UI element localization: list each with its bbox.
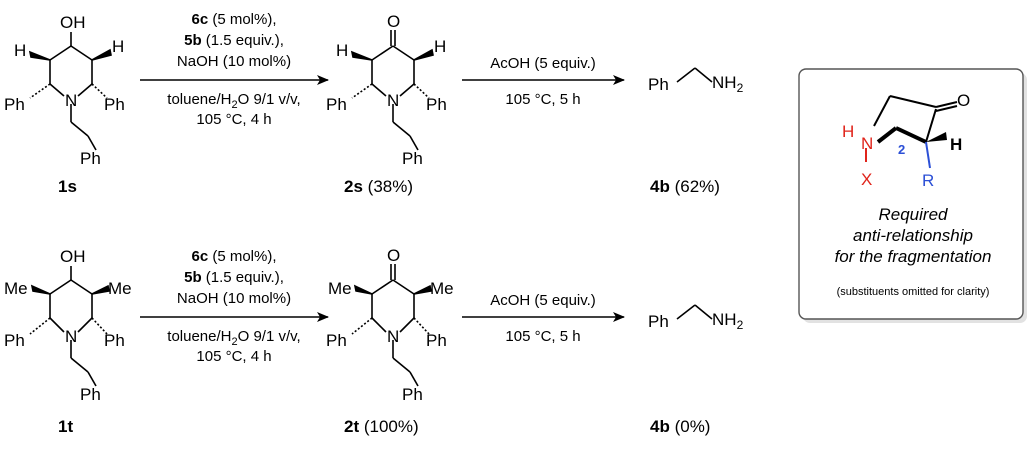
ph-label-2t-left: Ph [326, 331, 347, 350]
ph-label-4b-row1: Ph [648, 75, 669, 94]
box-ring-position: 2 [898, 142, 905, 157]
amine-label-4b-row1: NH2 [712, 73, 744, 95]
ph-label-2s-benzyl: Ph [402, 149, 423, 168]
me-label-1t-left: Me [4, 279, 28, 298]
ph-label-4b-row2: Ph [648, 312, 669, 331]
box-carbonyl-o: O [957, 91, 970, 110]
chair-fragment [873, 95, 958, 144]
ph-label-1s-benzyl: Ph [80, 149, 101, 168]
compound-label-1s: 1s [58, 177, 77, 196]
box-caption-line2: anti-relationship [853, 226, 973, 245]
nitrogen-label-2t: N [387, 327, 399, 346]
cond1-line3-1s: NaOH (10 mol%) [177, 53, 291, 70]
h-label-2s-left: H [336, 41, 348, 60]
cond2-top-1t: AcOH (5 equiv.) [490, 292, 596, 309]
compound-label-2t: 2t (100%) [344, 417, 419, 436]
h-label-1s-right: H [112, 37, 124, 56]
cond1-line1-1s: 6c (5 mol%), [191, 11, 276, 28]
ph-label-1t-right: Ph [104, 331, 125, 350]
ph-label-1s-left: Ph [4, 95, 25, 114]
box-caption-line3: for the fragmentation [835, 247, 992, 266]
box-n: N [861, 134, 873, 153]
compound-label-2s: 2s (38%) [344, 177, 413, 196]
cond1-line3-1t: NaOH (10 mol%) [177, 290, 291, 307]
me-label-1t-right: Me [108, 279, 132, 298]
box-h-on-c: H [950, 135, 962, 154]
carbonyl-o-label-2t: O [387, 246, 400, 265]
compound-2t [351, 264, 432, 387]
cond1-line2-1s: 5b (1.5 equiv.), [184, 32, 284, 49]
compound-label-1t: 1t [58, 417, 73, 436]
box-note: (substituents omitted for clarity) [837, 286, 990, 298]
cond1-line4-1s: toluene/H2O 9/1 v/v, [167, 91, 300, 111]
nitrogen-label-1t: N [65, 327, 77, 346]
compound-1s [28, 32, 112, 151]
nitrogen-label-1s: N [65, 91, 77, 110]
ph-label-1s-right: Ph [104, 95, 125, 114]
carbonyl-o-label-2s: O [387, 12, 400, 31]
cond2-top-1s: AcOH (5 equiv.) [490, 55, 596, 72]
fragmentation-box: O H N X 2 H R Required anti-relationship… [798, 68, 1027, 323]
box-caption-line1: Required [879, 205, 949, 224]
cond1-line5-1t: 105 °C, 4 h [196, 348, 271, 365]
c-r-bond [925, 141, 931, 169]
hydroxyl-label-1t: OH [60, 247, 86, 266]
cond2-bottom-1s: 105 °C, 5 h [505, 91, 580, 108]
box-h-on-n: H [842, 122, 854, 141]
compound-4b-row1 [676, 67, 713, 83]
box-x: X [861, 170, 872, 189]
ph-label-2s-right: Ph [426, 95, 447, 114]
compound-1t [29, 266, 110, 387]
amine-label-4b-row2: NH2 [712, 310, 744, 332]
me-label-2t-right: Me [430, 279, 454, 298]
cond1-line1-1t: 6c (5 mol%), [191, 248, 276, 265]
ph-label-2s-left: Ph [326, 95, 347, 114]
cond1-line4-1t: toluene/H2O 9/1 v/v, [167, 328, 300, 348]
ph-label-1t-benzyl: Ph [80, 385, 101, 404]
nitrogen-label-2s: N [387, 91, 399, 110]
n-c2-bond [876, 126, 898, 144]
box-r: R [922, 171, 934, 190]
me-label-2t-left: Me [328, 279, 352, 298]
compound-label-4b-row2: 4b (0%) [650, 417, 710, 436]
ph-label-1t-left: Ph [4, 331, 25, 350]
compound-2s [350, 30, 434, 151]
ph-label-2t-benzyl: Ph [402, 385, 423, 404]
cond1-line5-1s: 105 °C, 4 h [196, 111, 271, 128]
h-label-1s-left: H [14, 41, 26, 60]
c-h-wedge [926, 132, 947, 142]
cond2-bottom-1t: 105 °C, 5 h [505, 328, 580, 345]
cond1-line2-1t: 5b (1.5 equiv.), [184, 269, 284, 286]
compound-4b-row2 [676, 304, 713, 320]
hydroxyl-label-1s: OH [60, 13, 86, 32]
h-label-2s-right: H [434, 37, 446, 56]
ph-label-2t-right: Ph [426, 331, 447, 350]
compound-label-4b-row1: 4b (62%) [650, 177, 720, 196]
